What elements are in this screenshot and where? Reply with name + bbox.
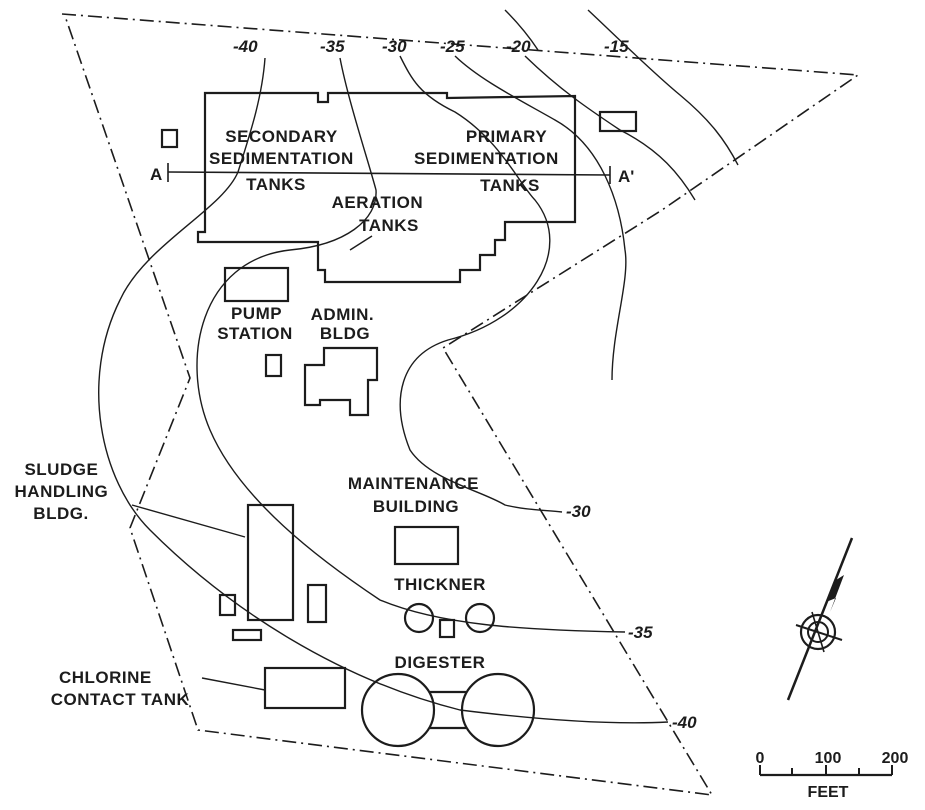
- section-line: A A': [150, 163, 634, 186]
- contour-line-40: [98, 57, 669, 724]
- contour-label-top-25: -25: [440, 37, 465, 56]
- sludge-leader: [131, 504, 246, 538]
- small-building-sludge-w: [218, 593, 237, 617]
- digester-label: DIGESTER: [395, 653, 486, 672]
- aeration-leader: [349, 235, 373, 251]
- contour-label-top-20: -20: [506, 37, 531, 56]
- chlorine-contact-tank: [263, 666, 347, 710]
- contour-label-top-35: -35: [320, 37, 345, 56]
- pump-station-label: PUMP STATION: [217, 304, 293, 343]
- digester-west: [360, 672, 436, 748]
- thickner-east: [464, 602, 496, 634]
- contour-label-top-30: -30: [382, 37, 407, 56]
- small-building-sludge-e: [306, 583, 328, 624]
- thickner-control: [438, 618, 456, 639]
- contour-label-top-40: -40: [233, 37, 258, 56]
- scale-unit-label: FEET: [808, 784, 849, 801]
- scale-tick-200: 200: [882, 750, 909, 767]
- admin-building: [303, 346, 379, 417]
- secondary-sedimentation-label: SECONDARY SEDIMENTATION TANKS: [209, 127, 359, 194]
- section-start-label: A: [150, 165, 162, 184]
- scale-tick-0: 0: [756, 750, 765, 767]
- contour-label-30: -30: [566, 502, 591, 521]
- chlorine-leader: [201, 677, 266, 691]
- contour-lines: [98, 9, 739, 724]
- sludge-handling-label: SLUDGE HANDLING BLDG.: [15, 460, 114, 523]
- admin-building-label: ADMIN. BLDG: [311, 305, 380, 343]
- thickner-label: THICKNER: [394, 575, 486, 594]
- small-building-ne: [598, 110, 638, 133]
- contour-line-top: [504, 9, 539, 51]
- contour-line-15: [587, 9, 739, 166]
- small-building-nw: [160, 128, 179, 149]
- primary-sedimentation-label: PRIMARY SEDIMENTATION TANKS: [414, 127, 564, 195]
- small-building-admin: [264, 353, 283, 378]
- digester-east: [460, 672, 536, 748]
- scale-bar: 0 100 200 FEET: [756, 750, 909, 801]
- maintenance-building: [393, 525, 460, 566]
- contour-line-30: [399, 55, 563, 513]
- thickner-west: [403, 602, 435, 634]
- contour-label-40: -40: [672, 713, 697, 732]
- small-building-sludge-s: [231, 628, 263, 642]
- contour-label-top-15: -15: [604, 37, 629, 56]
- north-arrow-icon: [786, 537, 854, 701]
- aeration-tanks-label: AERATION TANKS: [332, 193, 429, 235]
- site-boundary: [61, 13, 861, 797]
- section-end-label: A': [618, 167, 634, 186]
- contour-line-35: [196, 57, 626, 633]
- pump-station-building: [223, 266, 290, 303]
- contour-label-35: -35: [628, 623, 653, 642]
- chlorine-contact-tank-label: CHLORINE CONTACT TANK: [51, 668, 190, 709]
- contour-line-25: [454, 55, 627, 381]
- sludge-handling-building: [246, 503, 295, 622]
- tanks-complex: [196, 91, 577, 284]
- scale-tick-100: 100: [815, 750, 842, 767]
- maintenance-building-label: MAINTENANCE BUILDING: [348, 474, 484, 516]
